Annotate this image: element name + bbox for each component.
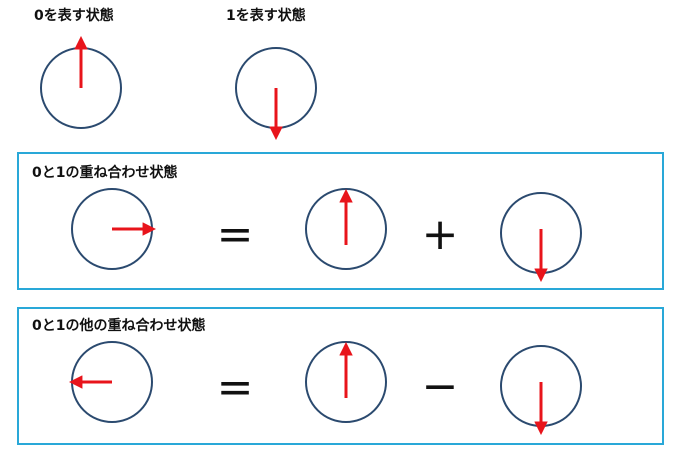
other-superposition-panel bbox=[17, 307, 664, 445]
zero-state-label: 0を表す状態 bbox=[34, 8, 114, 24]
one-state-label: 1を表す状態 bbox=[226, 8, 306, 24]
superposition-label: 0と1の重ね合わせ状態 bbox=[32, 165, 178, 181]
superposition-panel bbox=[17, 152, 664, 290]
equals-sign: = bbox=[217, 209, 254, 260]
equals-sign: = bbox=[217, 362, 254, 413]
minus-sign: − bbox=[422, 361, 459, 412]
plus-sign: + bbox=[422, 209, 459, 260]
other-superposition-label: 0と1の他の重ね合わせ状態 bbox=[32, 318, 206, 334]
